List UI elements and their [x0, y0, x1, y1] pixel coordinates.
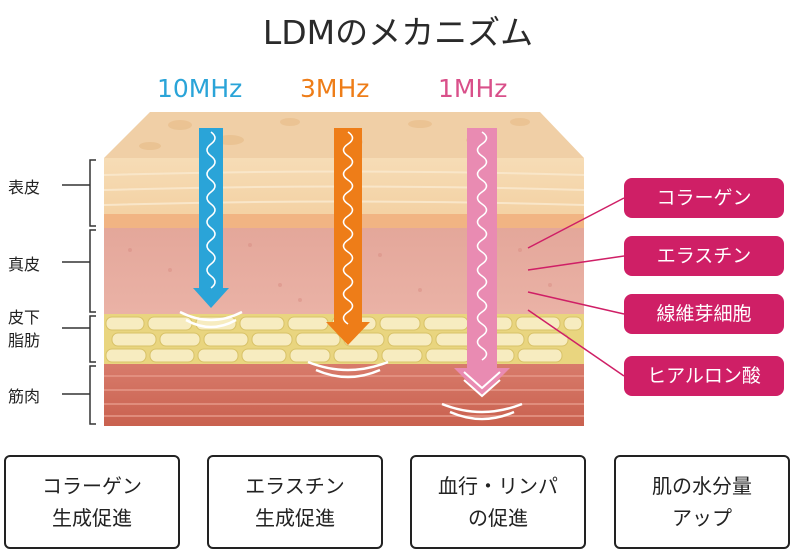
label-subcutaneous-2: 脂肪 [8, 331, 41, 350]
freq-label-3mhz: 3MHz [300, 74, 370, 103]
label-epidermis: 表皮 [8, 178, 41, 197]
fat-cells [105, 316, 583, 363]
effect-line: アップ [672, 506, 732, 530]
layer-brackets [62, 159, 96, 425]
arrow-3mhz [307, 128, 389, 379]
component-fibroblast: 線維芽細胞 [624, 294, 784, 334]
effect-line: 生成促進 [52, 506, 132, 530]
effect-line: の促進 [468, 506, 528, 530]
component-collagen: コラーゲン [624, 178, 784, 218]
effect-box-circulation: 血行・リンパ の促進 [410, 455, 586, 549]
label-dermis: 真皮 [8, 255, 41, 274]
effect-line: エラスチン [245, 474, 345, 498]
freq-label-1mhz: 1MHz [438, 74, 508, 103]
component-elastin: エラスチン [624, 236, 784, 276]
dermis-dots [128, 243, 552, 302]
effect-line: 血行・リンパ [438, 474, 558, 498]
frequency-labels: 10MHz 3MHz 1MHz [0, 74, 796, 110]
effect-line: 肌の水分量 [652, 474, 752, 498]
label-muscle: 筋肉 [8, 387, 41, 406]
freq-label-10mhz: 10MHz [157, 74, 243, 103]
component-pointers [527, 197, 625, 377]
page-title: LDMのメカニズム [262, 13, 534, 52]
arrow-10mhz [179, 128, 243, 329]
effect-line: コラーゲン [42, 474, 142, 498]
component-hyaluronic-acid: ヒアルロン酸 [624, 356, 784, 396]
effect-box-collagen: コラーゲン 生成促進 [4, 455, 180, 549]
label-subcutaneous-1: 皮下 [8, 308, 41, 327]
effect-line: 生成促進 [255, 506, 335, 530]
effect-box-elastin: エラスチン 生成促進 [207, 455, 383, 549]
effect-box-moisture: 肌の水分量 アップ [614, 455, 790, 549]
arrow-1mhz [441, 128, 523, 421]
